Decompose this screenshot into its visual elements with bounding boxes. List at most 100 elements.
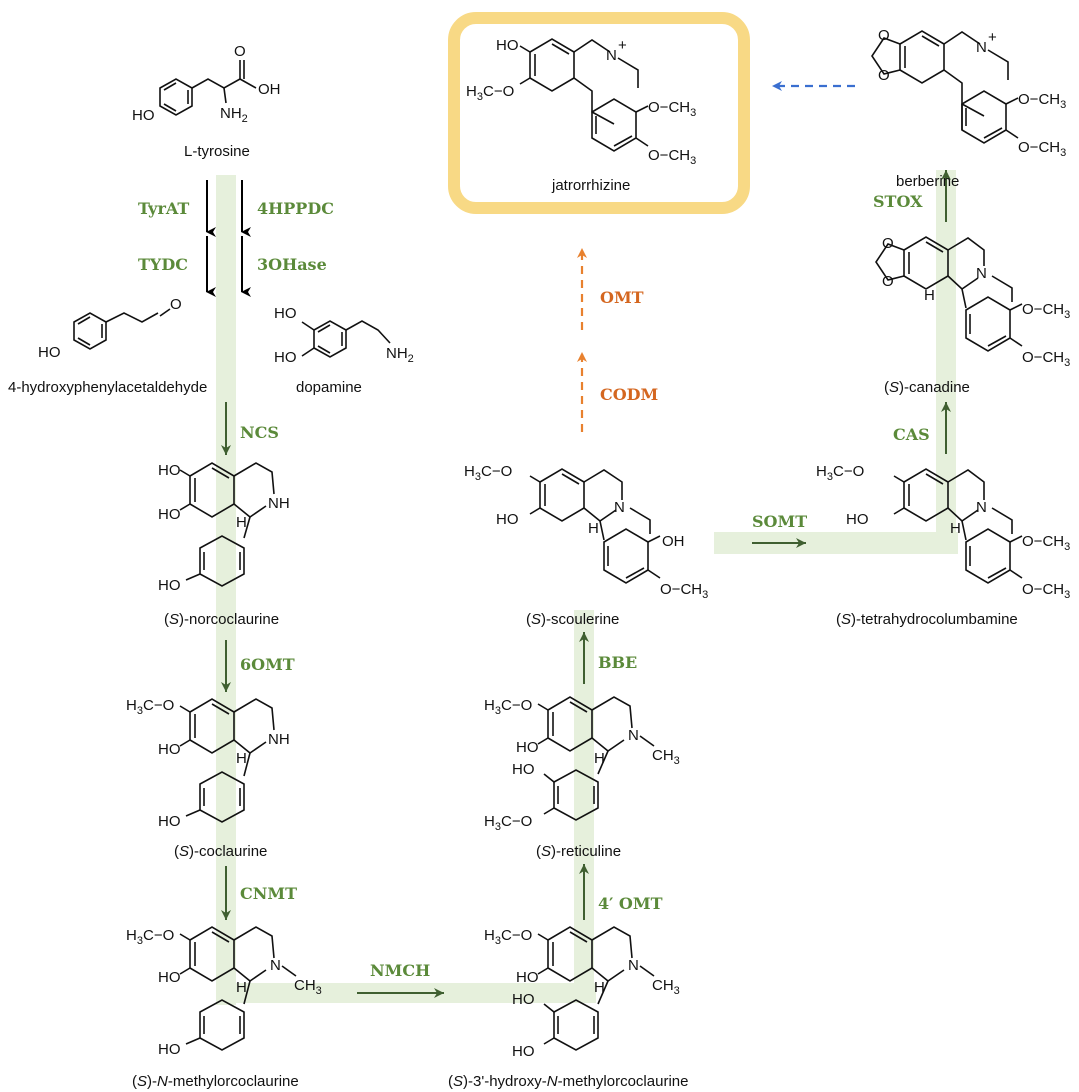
svg-text:H: H (236, 979, 247, 996)
svg-text:H: H (236, 750, 247, 767)
svg-text:N: N (628, 727, 639, 744)
svg-text:NH2: NH2 (220, 105, 248, 125)
enzyme-nmch: NMCH (370, 961, 430, 980)
svg-text:N: N (976, 265, 987, 282)
svg-text:NH2: NH2 (386, 345, 414, 365)
svg-text:O: O (882, 235, 894, 252)
svg-text:O−CH3: O−CH3 (1018, 139, 1066, 159)
label-n-methylcoclaurine: (S)-N-methylorcoclaurine (132, 1073, 299, 1090)
label-berberine: berberine (896, 173, 959, 190)
svg-text:O−CH3: O−CH3 (1022, 301, 1070, 321)
svg-text:N: N (976, 499, 987, 516)
svg-text:H: H (950, 520, 961, 537)
svg-text:H3C−O: H3C−O (484, 813, 532, 833)
svg-text:O−CH3: O−CH3 (648, 99, 696, 119)
svg-text:NH: NH (268, 495, 290, 512)
enzyme-cnmt: CNMT (240, 884, 297, 903)
enzyme-cas: CAS (893, 425, 930, 444)
svg-text:CH3: CH3 (652, 747, 680, 767)
svg-text:O: O (170, 296, 182, 313)
structure-3-hydroxy-n-methylcoclaurine: H3C−O HO N CH3 H HO HO (484, 926, 680, 1060)
svg-text:H3C−O: H3C−O (816, 463, 864, 483)
svg-text:H3C−O: H3C−O (126, 927, 174, 947)
svg-text:N: N (976, 39, 987, 56)
label-norcoclaurine: (S)-norcoclaurine (164, 611, 279, 628)
enzyme-4omt: 4′ OMT (598, 894, 663, 913)
svg-text:O: O (882, 273, 894, 290)
svg-text:HO: HO (496, 37, 519, 54)
label-jatrorrhizine: jatrorrhizine (551, 177, 630, 194)
svg-text:O−CH3: O−CH3 (660, 581, 708, 601)
enzyme-tydc: TYDC (138, 255, 188, 274)
svg-text:H: H (236, 514, 247, 531)
structure-scoulerine: H3C−O HO N H OH O−CH3 (464, 463, 708, 601)
svg-text:HO: HO (158, 741, 181, 758)
enzyme-3ohase: 3OHase (257, 255, 327, 274)
svg-text:HO: HO (274, 349, 297, 366)
svg-text:O−CH3: O−CH3 (1022, 533, 1070, 553)
svg-text:+: + (988, 29, 997, 46)
svg-text:HO: HO (158, 506, 181, 523)
svg-text:H3C−O: H3C−O (464, 463, 512, 483)
svg-text:N: N (628, 957, 639, 974)
svg-text:HO: HO (38, 344, 61, 361)
svg-text:N: N (614, 499, 625, 516)
svg-text:N: N (270, 957, 281, 974)
svg-text:HO: HO (496, 511, 519, 528)
label-tetrahydrocolumbamine: (S)-tetrahydrocolumbamine (836, 611, 1018, 628)
svg-text:H3C−O: H3C−O (126, 697, 174, 717)
svg-text:O: O (878, 27, 890, 44)
svg-text:NH: NH (268, 731, 290, 748)
svg-text:H: H (594, 979, 605, 996)
enzyme-labels: TyrAT TYDC 4HPPDC 3OHase NCS 6OMT CNMT N… (138, 192, 930, 980)
svg-text:HO: HO (516, 739, 539, 756)
label-4-hydroxyphenylacetaldehyde: 4-hydroxyphenylacetaldehyde (8, 379, 207, 396)
svg-text:HO: HO (132, 107, 155, 124)
svg-text:HO: HO (846, 511, 869, 528)
enzyme-omt: OMT (600, 288, 644, 307)
structure-norcoclaurine: HO HO NH H HO (158, 462, 290, 594)
structure-tetrahydrocolumbamine: H3C−O HO N H O−CH3 O−CH3 (816, 463, 1070, 601)
label-canadine: (S)-canadine (884, 379, 970, 396)
structure-l-tyrosine: HO O OH NH2 (132, 43, 281, 125)
svg-text:O−CH3: O−CH3 (1022, 349, 1070, 369)
svg-text:HO: HO (274, 305, 297, 322)
svg-text:O: O (878, 67, 890, 84)
structure-coclaurine: H3C−O HO NH H HO (126, 697, 290, 830)
structure-4-hydroxyphenylacetaldehyde: O HO (38, 296, 182, 361)
svg-text:H: H (924, 287, 935, 304)
structure-n-methylcoclaurine: H3C−O HO N CH3 H HO (126, 926, 322, 1058)
svg-text:CH3: CH3 (652, 977, 680, 997)
enzyme-4hppdc: 4HPPDC (257, 199, 334, 218)
svg-text:HO: HO (512, 761, 535, 778)
svg-text:O−CH3: O−CH3 (1018, 91, 1066, 111)
enzyme-bbe: BBE (598, 653, 637, 672)
enzyme-stox: STOX (873, 192, 923, 211)
label-coclaurine: (S)-coclaurine (174, 843, 267, 860)
svg-text:HO: HO (158, 462, 181, 479)
svg-text:H: H (588, 520, 599, 537)
svg-text:O−CH3: O−CH3 (1022, 581, 1070, 601)
svg-text:HO: HO (512, 1043, 535, 1060)
svg-text:H: H (594, 750, 605, 767)
svg-text:N: N (606, 47, 617, 64)
svg-text:O−CH3: O−CH3 (648, 147, 696, 167)
svg-text:H3C−O: H3C−O (466, 83, 514, 103)
svg-text:HO: HO (158, 969, 181, 986)
svg-text:OH: OH (662, 533, 685, 550)
enzyme-somt: SOMT (752, 512, 807, 531)
svg-text:HO: HO (158, 577, 181, 594)
svg-text:HO: HO (512, 991, 535, 1008)
arrows (206, 81, 951, 998)
structure-canadine: O O N H O−CH3 O−CH3 (875, 235, 1070, 369)
enzyme-ncs: NCS (240, 423, 279, 442)
label-3-hydroxy-n-methylcoclaurine: (S)-3'-hydroxy-N-methylorcoclaurine (448, 1073, 688, 1090)
svg-text:HO: HO (158, 813, 181, 830)
label-dopamine: dopamine (296, 379, 362, 396)
svg-text:H3C−O: H3C−O (484, 927, 532, 947)
label-l-tyrosine: L-tyrosine (184, 143, 250, 160)
structure-dopamine: HO HO NH2 (274, 305, 414, 366)
structure-reticuline: H3C−O HO N CH3 H HO H3C−O (484, 696, 680, 833)
jatrorrhizine-highlight-box (448, 12, 750, 214)
